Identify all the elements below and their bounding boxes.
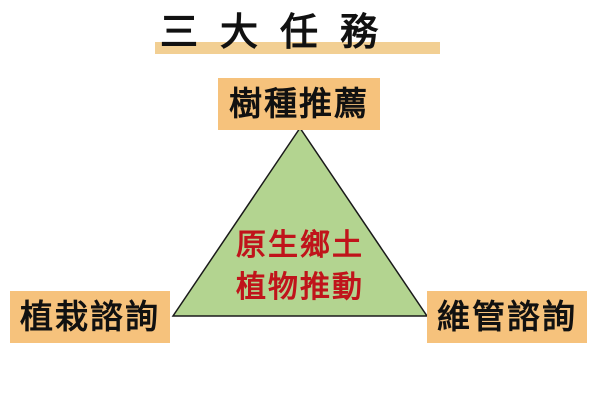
box-planting-consultation: 植栽諮詢 bbox=[10, 291, 170, 343]
title-text: 三大任務 bbox=[160, 9, 401, 54]
center-label-line1: 原生鄉土 bbox=[236, 228, 364, 263]
box-maintenance-consultation: 維管諮詢 bbox=[427, 291, 587, 343]
center-label: 原生鄉土 植物推動 bbox=[200, 225, 400, 309]
center-label-line2: 植物推動 bbox=[236, 270, 364, 305]
title-underline-bar bbox=[155, 42, 440, 54]
box-tree-species-recommendation: 樹種推薦 bbox=[218, 78, 380, 130]
